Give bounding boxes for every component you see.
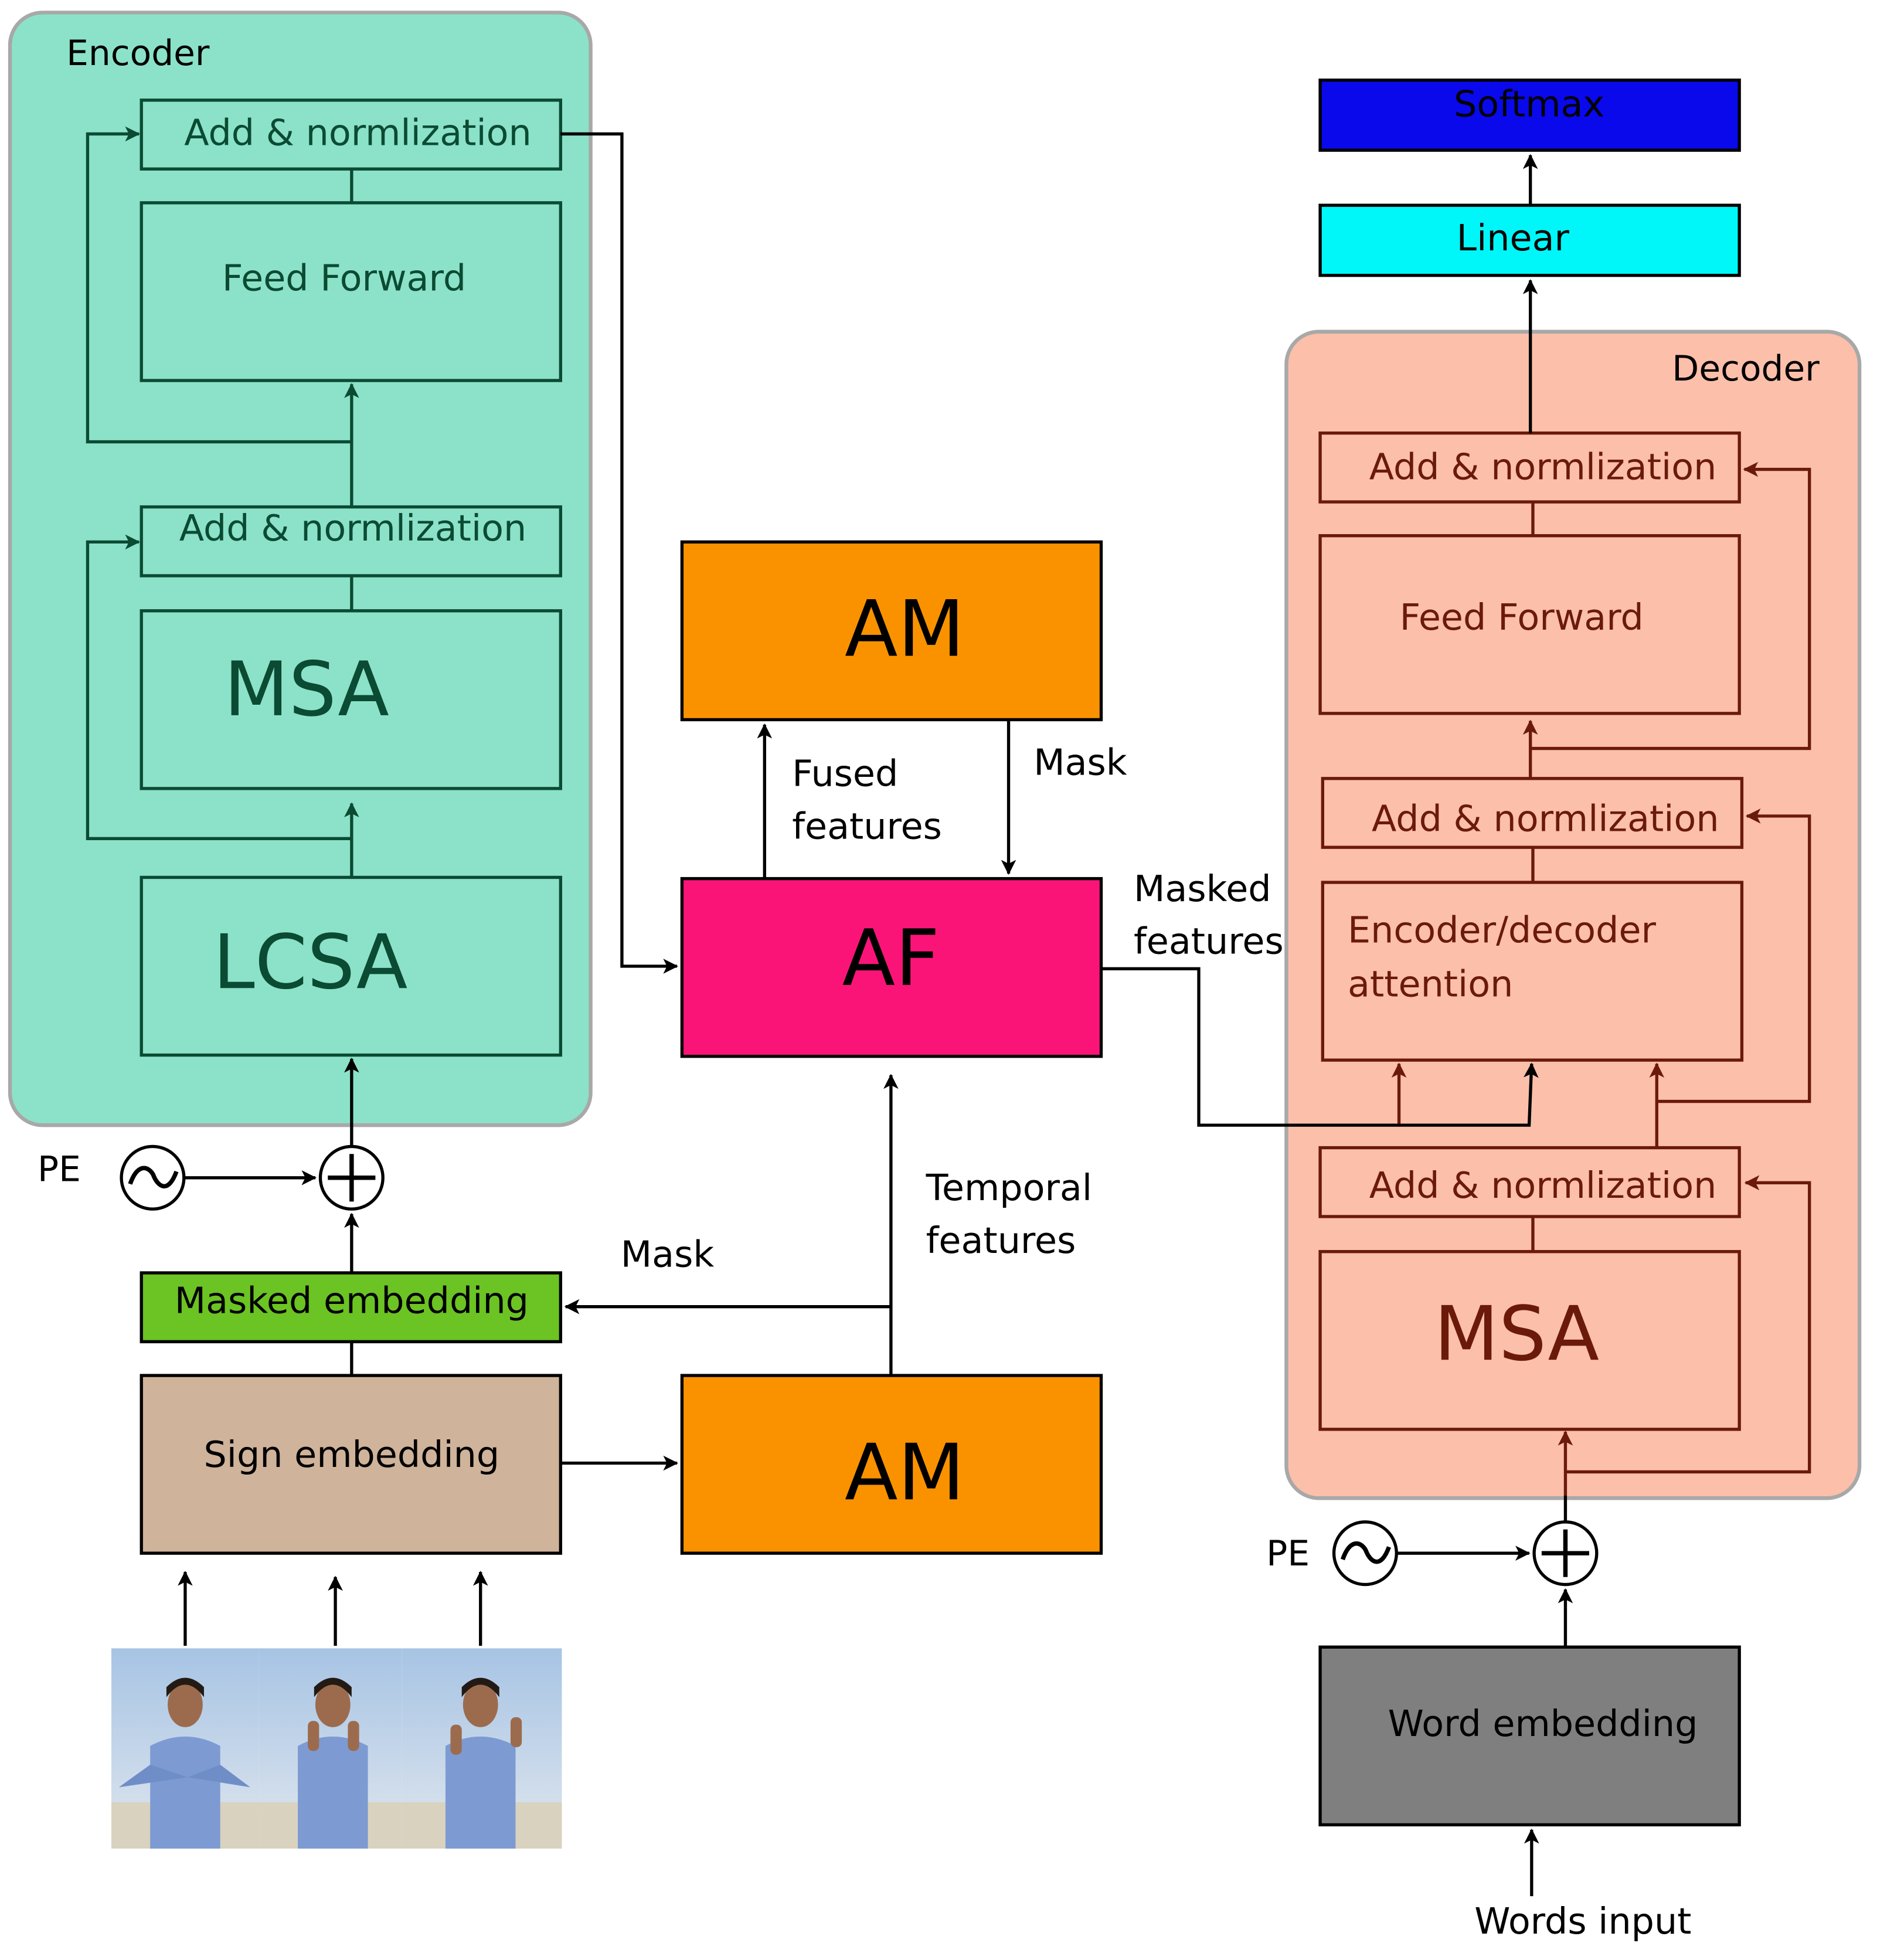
sine-wave-icon	[120, 1144, 186, 1211]
encoder-lcsa	[140, 875, 562, 1057]
decoder-feed-forward-label: Feed Forward	[1400, 596, 1644, 638]
data-flow-arrows	[178, 132, 1573, 1897]
encoder-add-norm-top-label: Add & normlization	[184, 112, 532, 154]
decoder-enc-dec-attention-label-2: attention	[1348, 963, 1513, 1005]
encoder-block: Encoder Add & normlization Feed Forward …	[8, 11, 593, 1127]
am-bottom-box	[680, 1374, 1103, 1555]
decoder-add-norm-top-label: Add & normlization	[1369, 446, 1717, 488]
decoder-msa-label: MSA	[1434, 1290, 1599, 1378]
sign-embedding-box	[140, 1374, 562, 1555]
plus-circle-icon	[318, 1144, 385, 1211]
sign-video-frames	[111, 1648, 562, 1849]
encoder-lcsa-label: LCSA	[213, 919, 407, 1006]
encoder-connectors	[86, 126, 359, 878]
fused-features-label-1: Fused	[792, 753, 898, 795]
fused-features-label-2: features	[792, 805, 942, 847]
decoder-add-norm-mid-label: Add & normlization	[1372, 797, 1719, 840]
signer-video-frame	[111, 1648, 259, 1849]
linear-label: Linear	[1457, 217, 1570, 259]
sign-embedding-label: Sign embedding	[203, 1434, 499, 1476]
decoder-add-norm-top	[1318, 431, 1741, 504]
am-top-box	[680, 540, 1103, 722]
mask-top-label: Mask	[1033, 741, 1127, 783]
af-label: AF	[842, 913, 940, 1004]
decoder-feed-forward	[1318, 534, 1741, 715]
temporal-features-label-1: Temporal	[926, 1167, 1092, 1209]
words-input-label: Words input	[1474, 1900, 1691, 1942]
decoder-title: Decoder	[1672, 349, 1820, 389]
am-bottom-label: AM	[845, 1428, 965, 1518]
encoder-feed-forward-label: Feed Forward	[222, 257, 466, 299]
word-embedding-box	[1318, 1645, 1741, 1827]
am-top-label: AM	[845, 584, 965, 674]
mask-left-label: Mask	[621, 1233, 715, 1275]
encoder-msa	[140, 609, 562, 790]
sine-wave-icon	[1332, 1520, 1398, 1587]
signer-video-frame	[259, 1648, 402, 1849]
masked-embedding-label: Masked embedding	[175, 1279, 529, 1322]
encoder-add-norm-mid-label: Add & normlization	[179, 507, 527, 549]
pe-left-label: PE	[38, 1150, 81, 1190]
signer-video-frame	[402, 1648, 562, 1849]
encoder-add-norm-top	[140, 98, 562, 171]
decoder-msa	[1318, 1250, 1741, 1431]
masked-features-label-1: Masked	[1134, 868, 1271, 910]
decoder-enc-dec-attention-label-1: Encoder/decoder	[1348, 909, 1657, 951]
af-box	[680, 877, 1103, 1058]
decoder-add-norm-bottom-label: Add & normlization	[1369, 1164, 1717, 1207]
softmax-label: Softmax	[1454, 83, 1604, 125]
decoder-block: Decoder Add & normlization Feed Forward …	[1284, 330, 1862, 1500]
encoder-add-norm-mid	[140, 505, 562, 578]
decoder-connectors	[1391, 461, 1811, 1496]
pe-right-label: PE	[1266, 1534, 1310, 1574]
plus-circle-icon	[1532, 1520, 1599, 1587]
encoder-title: Encoder	[66, 33, 210, 74]
masked-features-label-2: features	[1134, 920, 1284, 963]
decoder-add-norm-bottom	[1318, 1146, 1741, 1218]
linear-box	[1318, 203, 1741, 277]
encoder-msa-label: MSA	[224, 646, 389, 733]
softmax-box	[1318, 79, 1741, 152]
temporal-features-label-2: features	[926, 1220, 1076, 1262]
word-embedding-label: Word embedding	[1388, 1703, 1698, 1745]
